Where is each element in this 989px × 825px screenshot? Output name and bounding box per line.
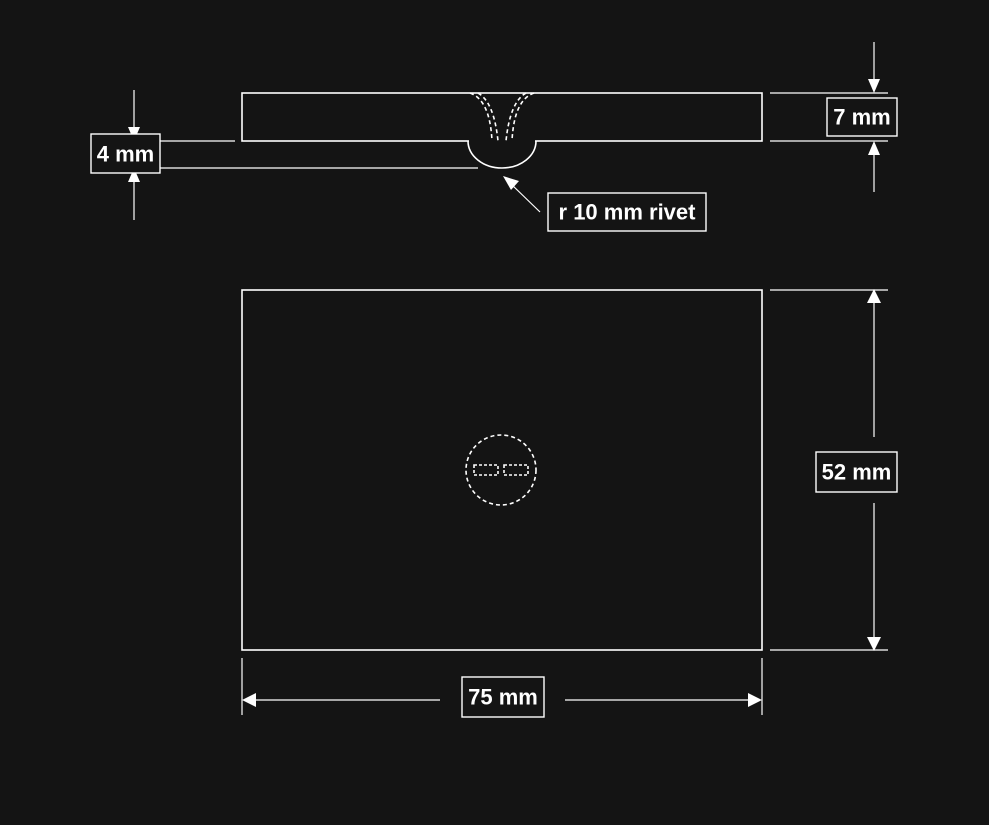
top-view: 52 mm 75 mm [241,289,898,718]
height-dimension: 52 mm [770,289,898,651]
thickness-dimension: 7 mm [770,42,898,192]
side-view: 7 mm 4 mm r 10 mm rivet [90,42,898,232]
width-dimension: 75 mm [241,658,763,718]
rivet-head-height-dimension: 4 mm [90,90,478,220]
rivet-head-height-label: 4 mm [97,142,154,167]
thickness-label: 7 mm [833,105,890,130]
rivet-shank-hidden-lines [469,92,535,142]
rivet-label: r 10 mm rivet [559,200,697,225]
rivet-callout: r 10 mm rivet [503,176,707,232]
rivet-top-hidden [465,434,537,506]
rivet-head [467,140,537,169]
height-label: 52 mm [822,460,892,485]
top-view-plate [241,289,763,651]
width-label: 75 mm [468,685,538,710]
side-view-plate [241,92,763,142]
